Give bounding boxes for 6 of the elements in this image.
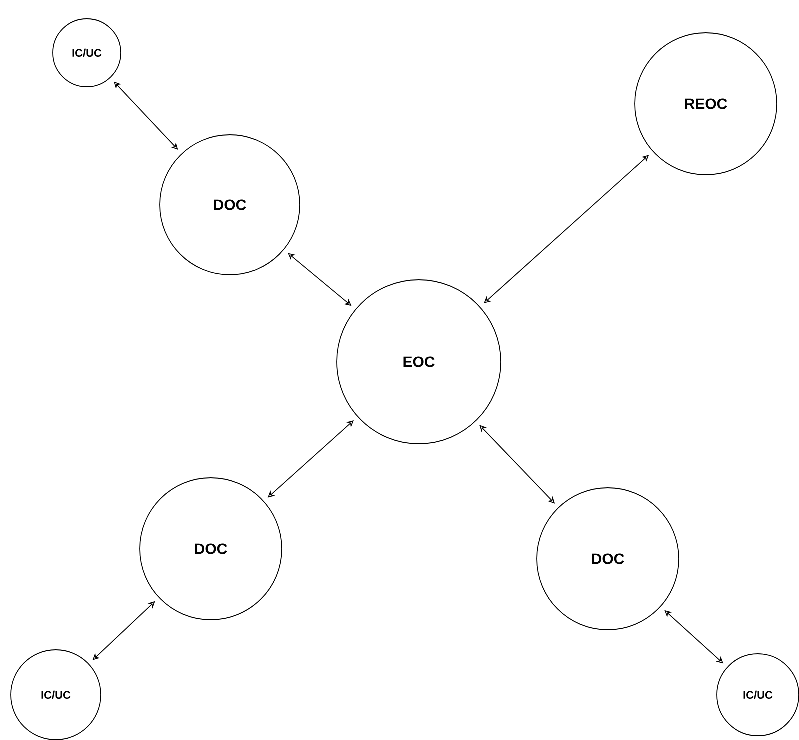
circle-node: DOC [160,134,300,276]
circle-node: REOC [634,32,778,176]
circle-node: EOC [336,280,502,444]
circle-node: DOC [536,488,680,630]
circle-node: DOC [140,478,282,620]
circle-node: IC/UC [52,18,122,88]
